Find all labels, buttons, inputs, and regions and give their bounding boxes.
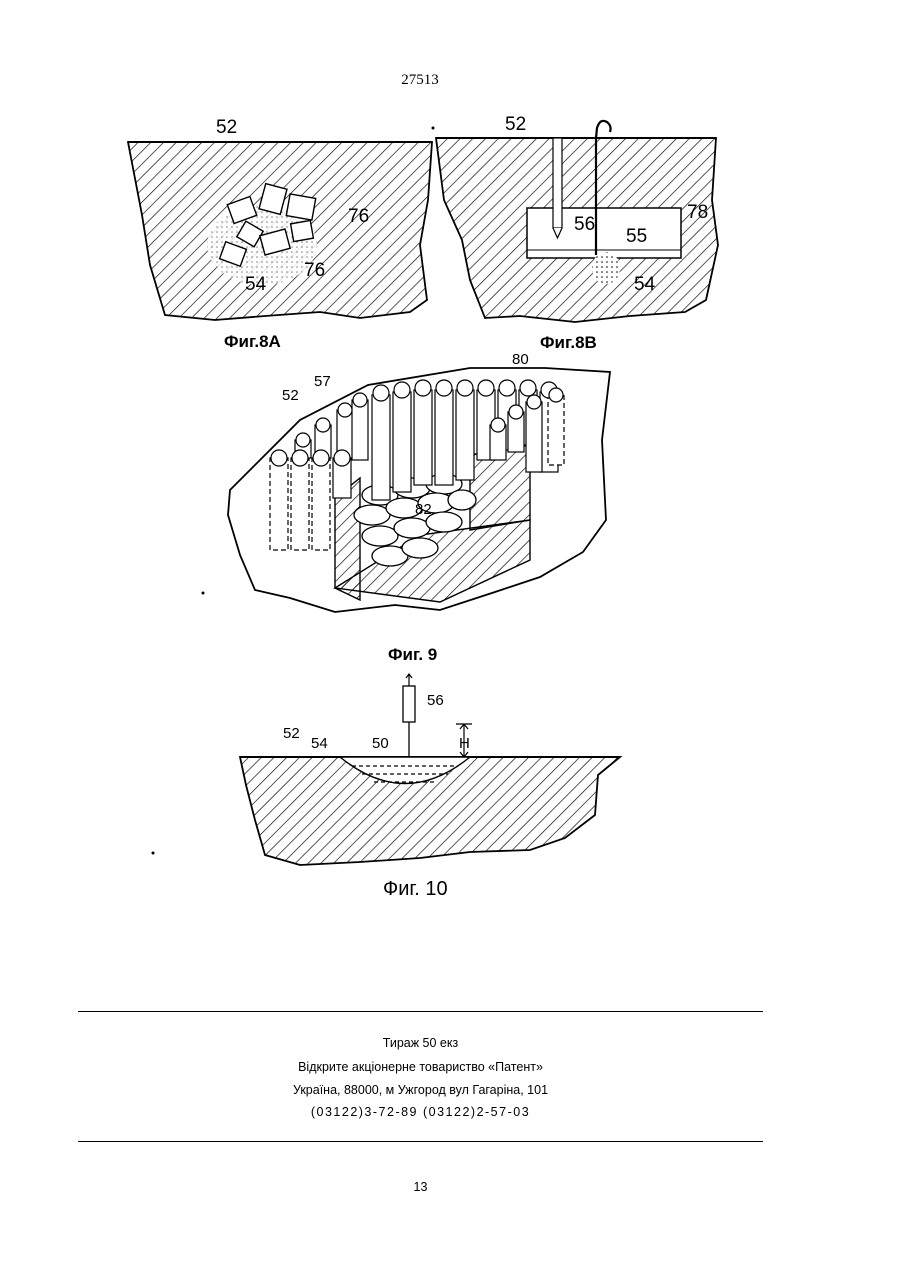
- label-76b: 76: [304, 260, 325, 281]
- label-50: 50: [372, 735, 389, 752]
- label-54: 54: [245, 274, 267, 295]
- label-55: 55: [626, 226, 647, 247]
- imprint-publisher: Відкрите акціонерне товариство «Патент»: [78, 1060, 763, 1074]
- label-82: 82: [415, 501, 432, 518]
- caption-fig-9: Фиг. 9: [388, 645, 437, 665]
- figure-8a: 52 76 76 54: [128, 117, 432, 320]
- probe-56: [403, 686, 415, 722]
- label-52: 52: [505, 114, 526, 135]
- imprint-top-rule: [78, 1011, 763, 1012]
- probe-shaft: [553, 138, 562, 228]
- figure-9: 80 57 52 82: [228, 351, 610, 612]
- imprint-circulation: Тираж 50 екз: [78, 1036, 763, 1050]
- label-57: 57: [314, 373, 331, 390]
- caption-fig-8b: Фиг.8В: [540, 333, 597, 353]
- label-76a: 76: [348, 206, 369, 227]
- label-52: 52: [282, 387, 299, 404]
- label-56: 56: [574, 214, 595, 235]
- label-56: 56: [427, 692, 444, 709]
- caption-fig-8a: Фиг.8А: [224, 332, 281, 352]
- label-54: 54: [634, 274, 656, 295]
- label-78: 78: [687, 202, 708, 223]
- label-52: 52: [283, 725, 300, 742]
- page-number: 13: [78, 1180, 763, 1194]
- imprint-bottom-rule: [78, 1141, 763, 1142]
- imprint-phones: (03122)3-72-89 (03122)2-57-03: [78, 1105, 763, 1119]
- label-52: 52: [216, 117, 237, 138]
- label-54: 54: [311, 735, 328, 752]
- patent-figures: 52 76 76 54 52 56 78 55 54: [0, 0, 901, 1000]
- figure-8b: 52 56 78 55 54: [436, 114, 718, 322]
- figure-10: 56 H 52 54 50: [240, 674, 620, 865]
- label-80: 80: [512, 351, 529, 368]
- label-h: H: [459, 735, 470, 752]
- imprint-address: Україна, 88000, м Ужгород вул Гагаріна, …: [78, 1083, 763, 1097]
- caption-fig-10: Фиг. 10: [383, 878, 448, 901]
